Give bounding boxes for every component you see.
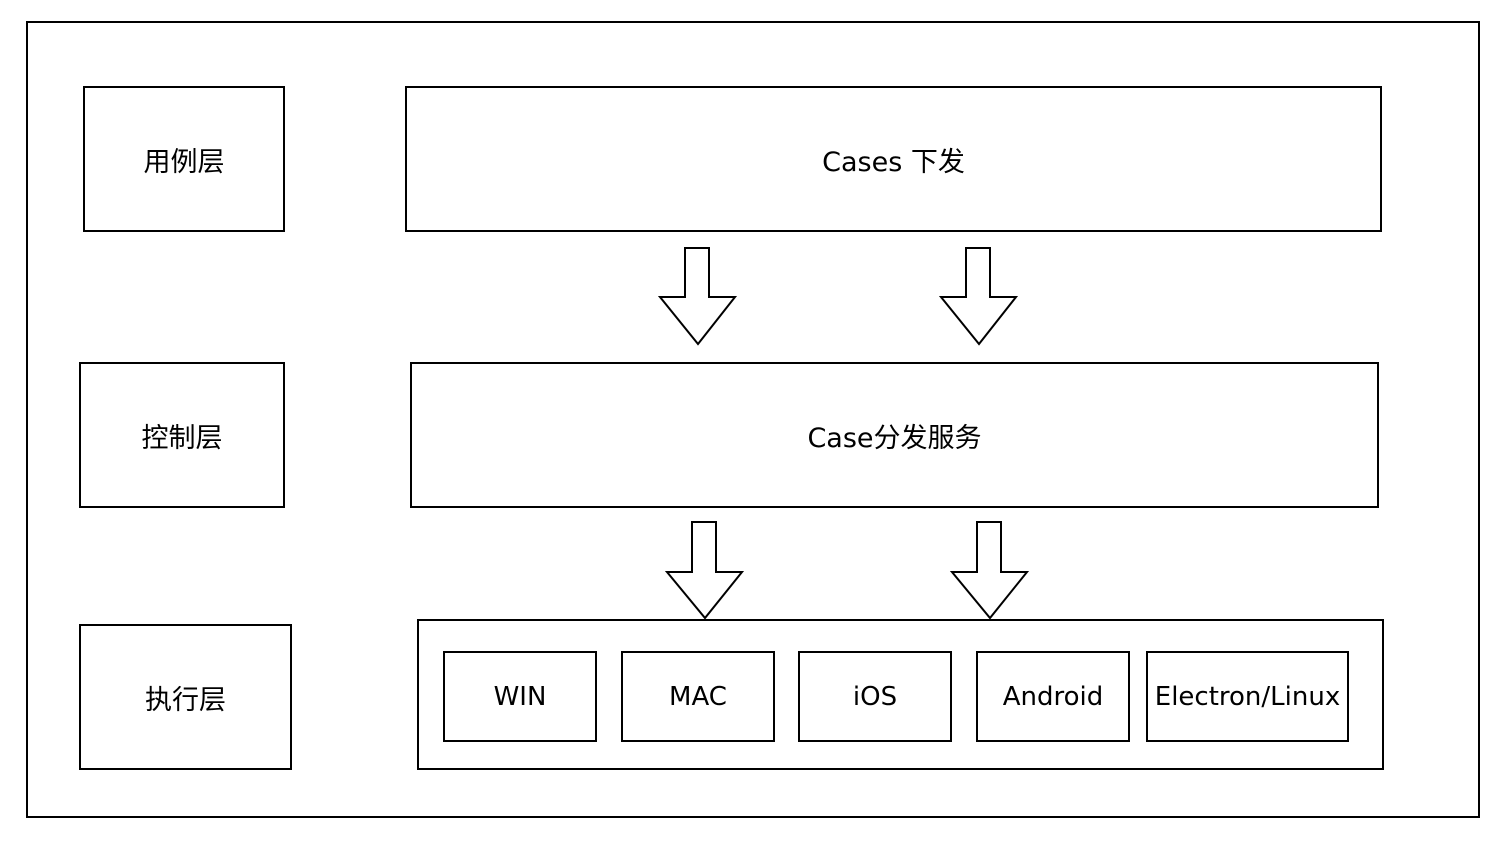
platform-win-label: WIN xyxy=(493,681,547,712)
case-service-text: Case分发服务 xyxy=(807,422,982,454)
platform-mac: MAC xyxy=(621,651,775,742)
layer-label-exec-text: 执行层 xyxy=(145,684,226,716)
platform-android-label: Android xyxy=(1002,681,1104,712)
layer-label-case-text: 用例层 xyxy=(143,146,225,178)
platform-win: WIN xyxy=(443,651,597,742)
cases-dispatch-text: Cases 下发 xyxy=(822,146,965,178)
platform-ios-label: iOS xyxy=(852,681,898,712)
platform-mac-label: MAC xyxy=(669,681,727,712)
down-arrow-icon xyxy=(938,247,1019,346)
down-arrow-icon xyxy=(664,521,745,620)
cases-dispatch-block: Cases 下发 xyxy=(405,86,1382,232)
layer-label-case: 用例层 xyxy=(83,86,285,232)
layer-label-exec: 执行层 xyxy=(79,624,292,770)
case-service-block: Case分发服务 xyxy=(410,362,1379,508)
layer-label-control: 控制层 xyxy=(79,362,285,508)
platform-ios: iOS xyxy=(798,651,952,742)
platform-electron-linux: Electron/Linux xyxy=(1146,651,1349,742)
down-arrow-icon xyxy=(657,247,738,346)
layer-label-control-text: 控制层 xyxy=(141,422,223,454)
diagram-frame xyxy=(26,21,1480,818)
down-arrow-icon xyxy=(949,521,1030,620)
platform-electron-linux-label: Electron/Linux xyxy=(1154,681,1341,712)
platform-android: Android xyxy=(976,651,1130,742)
